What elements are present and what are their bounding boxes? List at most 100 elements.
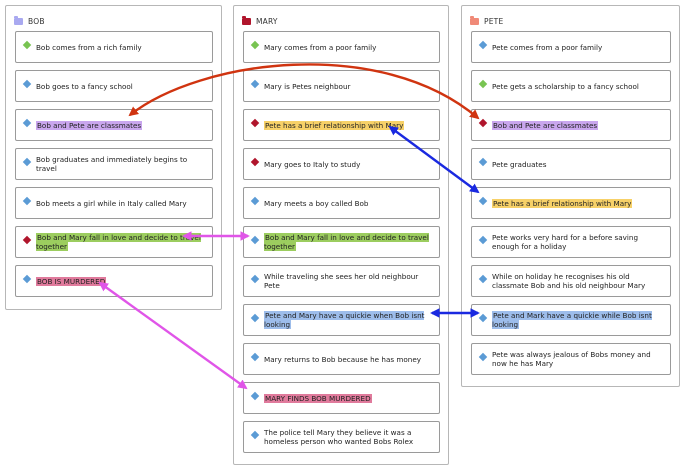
card-label: Bob graduates and immediately begins to … (36, 155, 188, 173)
diamond-bullet-icon (478, 352, 488, 362)
diamond-bullet-icon (250, 352, 260, 362)
story-card[interactable]: Pete gets a scholarship to a fancy schoo… (471, 70, 671, 102)
column-header[interactable]: MARY (242, 14, 278, 28)
card-label: Mary meets a boy called Bob (264, 198, 369, 208)
card-label: Pete comes from a poor family (492, 42, 603, 52)
card-text: Pete and Mark have a quickie while Bob i… (492, 311, 664, 329)
highlighted-text: Bob and Mary fall in love and decide to … (264, 233, 429, 251)
highlighted-text: MARY FINDS BOB MURDERED (264, 393, 372, 403)
card-label: Mary goes to Italy to study (264, 159, 361, 169)
diamond-bullet-icon (478, 157, 488, 167)
card-label: Bob meets a girl while in Italy called M… (36, 198, 187, 208)
card-label: Mary is Petes neighbour (264, 81, 351, 91)
story-card[interactable]: The police tell Mary they believe it was… (243, 421, 440, 453)
diamond-bullet-icon (250, 235, 260, 245)
card-text: Pete gets a scholarship to a fancy schoo… (492, 82, 639, 91)
highlighted-text: Pete has a brief relationship with Mary (264, 120, 405, 130)
story-card[interactable]: Pete works very hard for a before saving… (471, 226, 671, 258)
column-title: BOB (28, 16, 45, 26)
story-card[interactable]: Pete and Mary have a quickie when Bob is… (243, 304, 440, 336)
highlighted-text: Pete and Mary have a quickie when Bob is… (264, 311, 425, 329)
card-label: Bob goes to a fancy school (36, 81, 133, 91)
card-text: Pete comes from a poor family (492, 43, 602, 52)
story-card[interactable]: Pete has a brief relationship with Mary (471, 187, 671, 219)
story-card[interactable]: Pete was always jealous of Bobs money an… (471, 343, 671, 375)
column-title: PETE (484, 16, 504, 26)
card-label: While on holiday he recognises his old c… (492, 272, 646, 290)
story-card[interactable]: Mary goes to Italy to study (243, 148, 440, 180)
card-label: Pete graduates (492, 159, 547, 169)
diamond-bullet-icon (478, 118, 488, 128)
folder-icon (14, 15, 23, 25)
story-card[interactable]: Pete has a brief relationship with Mary (243, 109, 440, 141)
diamond-bullet-icon (250, 391, 260, 401)
story-card[interactable]: Bob and Pete are classmates (471, 109, 671, 141)
card-text: Bob and Pete are classmates (36, 120, 143, 130)
story-card[interactable]: Pete graduates (471, 148, 671, 180)
story-card[interactable]: While traveling she sees her old neighbo… (243, 265, 440, 297)
card-text: Pete graduates (492, 160, 546, 169)
story-card[interactable]: Mary is Petes neighbour (243, 70, 440, 102)
column-header[interactable]: BOB (14, 14, 45, 28)
story-card[interactable]: MARY FINDS BOB MURDERED (243, 382, 440, 414)
card-text: BOB IS MURDERED (36, 276, 107, 286)
diamond-bullet-icon (478, 274, 488, 284)
story-card[interactable]: Pete comes from a poor family (471, 31, 671, 63)
card-text: The police tell Mary they believe it was… (264, 428, 433, 446)
highlighted-text: Bob and Mary fall in love and decide to … (36, 233, 201, 251)
card-label: The police tell Mary they believe it was… (264, 428, 414, 446)
card-label: Pete gets a scholarship to a fancy schoo… (492, 81, 639, 91)
story-card[interactable]: Mary comes from a poor family (243, 31, 440, 63)
card-text: Pete and Mary have a quickie when Bob is… (264, 311, 433, 329)
diamond-bullet-icon (22, 118, 32, 128)
card-label: Pete was always jealous of Bobs money an… (492, 350, 651, 368)
story-card[interactable]: Bob graduates and immediately begins to … (15, 148, 213, 180)
card-text: Pete has a brief relationship with Mary (492, 198, 633, 208)
story-card[interactable]: Bob meets a girl while in Italy called M… (15, 187, 213, 219)
story-card[interactable]: Bob and Mary fall in love and decide to … (243, 226, 440, 258)
diamond-bullet-icon (250, 79, 260, 89)
diamond-bullet-icon (22, 157, 32, 167)
diamond-bullet-icon (478, 196, 488, 206)
story-card[interactable]: Bob comes from a rich family (15, 31, 213, 63)
story-card[interactable]: While on holiday he recognises his old c… (471, 265, 671, 297)
card-text: Pete was always jealous of Bobs money an… (492, 350, 664, 368)
story-card[interactable]: Mary returns to Bob because he has money (243, 343, 440, 375)
story-card[interactable]: Bob and Pete are classmates (15, 109, 213, 141)
card-text: Bob comes from a rich family (36, 43, 142, 52)
diamond-bullet-icon (250, 40, 260, 50)
card-label: While traveling she sees her old neighbo… (264, 272, 419, 290)
diamond-bullet-icon (250, 157, 260, 167)
folder-icon (470, 15, 479, 25)
card-label: Bob comes from a rich family (36, 42, 142, 52)
highlighted-text: BOB IS MURDERED (36, 276, 107, 286)
story-card[interactable]: Bob goes to a fancy school (15, 70, 213, 102)
story-card[interactable]: Bob and Mary fall in love and decide to … (15, 226, 213, 258)
card-text: Mary meets a boy called Bob (264, 199, 369, 208)
diamond-bullet-icon (22, 40, 32, 50)
story-card[interactable]: Pete and Mark have a quickie while Bob i… (471, 304, 671, 336)
card-text: While traveling she sees her old neighbo… (264, 272, 433, 290)
diamond-bullet-icon (478, 40, 488, 50)
card-text: Bob meets a girl while in Italy called M… (36, 199, 187, 208)
column-header[interactable]: PETE (470, 14, 503, 28)
diamond-bullet-icon (478, 235, 488, 245)
story-card[interactable]: BOB IS MURDERED (15, 265, 213, 297)
diamond-bullet-icon (22, 235, 32, 245)
card-text: While on holiday he recognises his old c… (492, 272, 664, 290)
highlighted-text: Pete has a brief relationship with Mary (492, 198, 633, 208)
card-text: MARY FINDS BOB MURDERED (264, 393, 372, 403)
card-text: Pete has a brief relationship with Mary (264, 120, 405, 130)
diamond-bullet-icon (250, 274, 260, 284)
card-text: Mary returns to Bob because he has money (264, 355, 421, 364)
highlighted-text: Bob and Pete are classmates (36, 120, 143, 130)
story-card[interactable]: Mary meets a boy called Bob (243, 187, 440, 219)
card-text: Bob and Pete are classmates (492, 120, 599, 130)
card-text: Bob and Mary fall in love and decide to … (36, 233, 206, 251)
diamond-bullet-icon (250, 313, 260, 323)
card-text: Mary comes from a poor family (264, 43, 376, 52)
diamond-bullet-icon (250, 118, 260, 128)
highlighted-text: Bob and Pete are classmates (492, 120, 599, 130)
